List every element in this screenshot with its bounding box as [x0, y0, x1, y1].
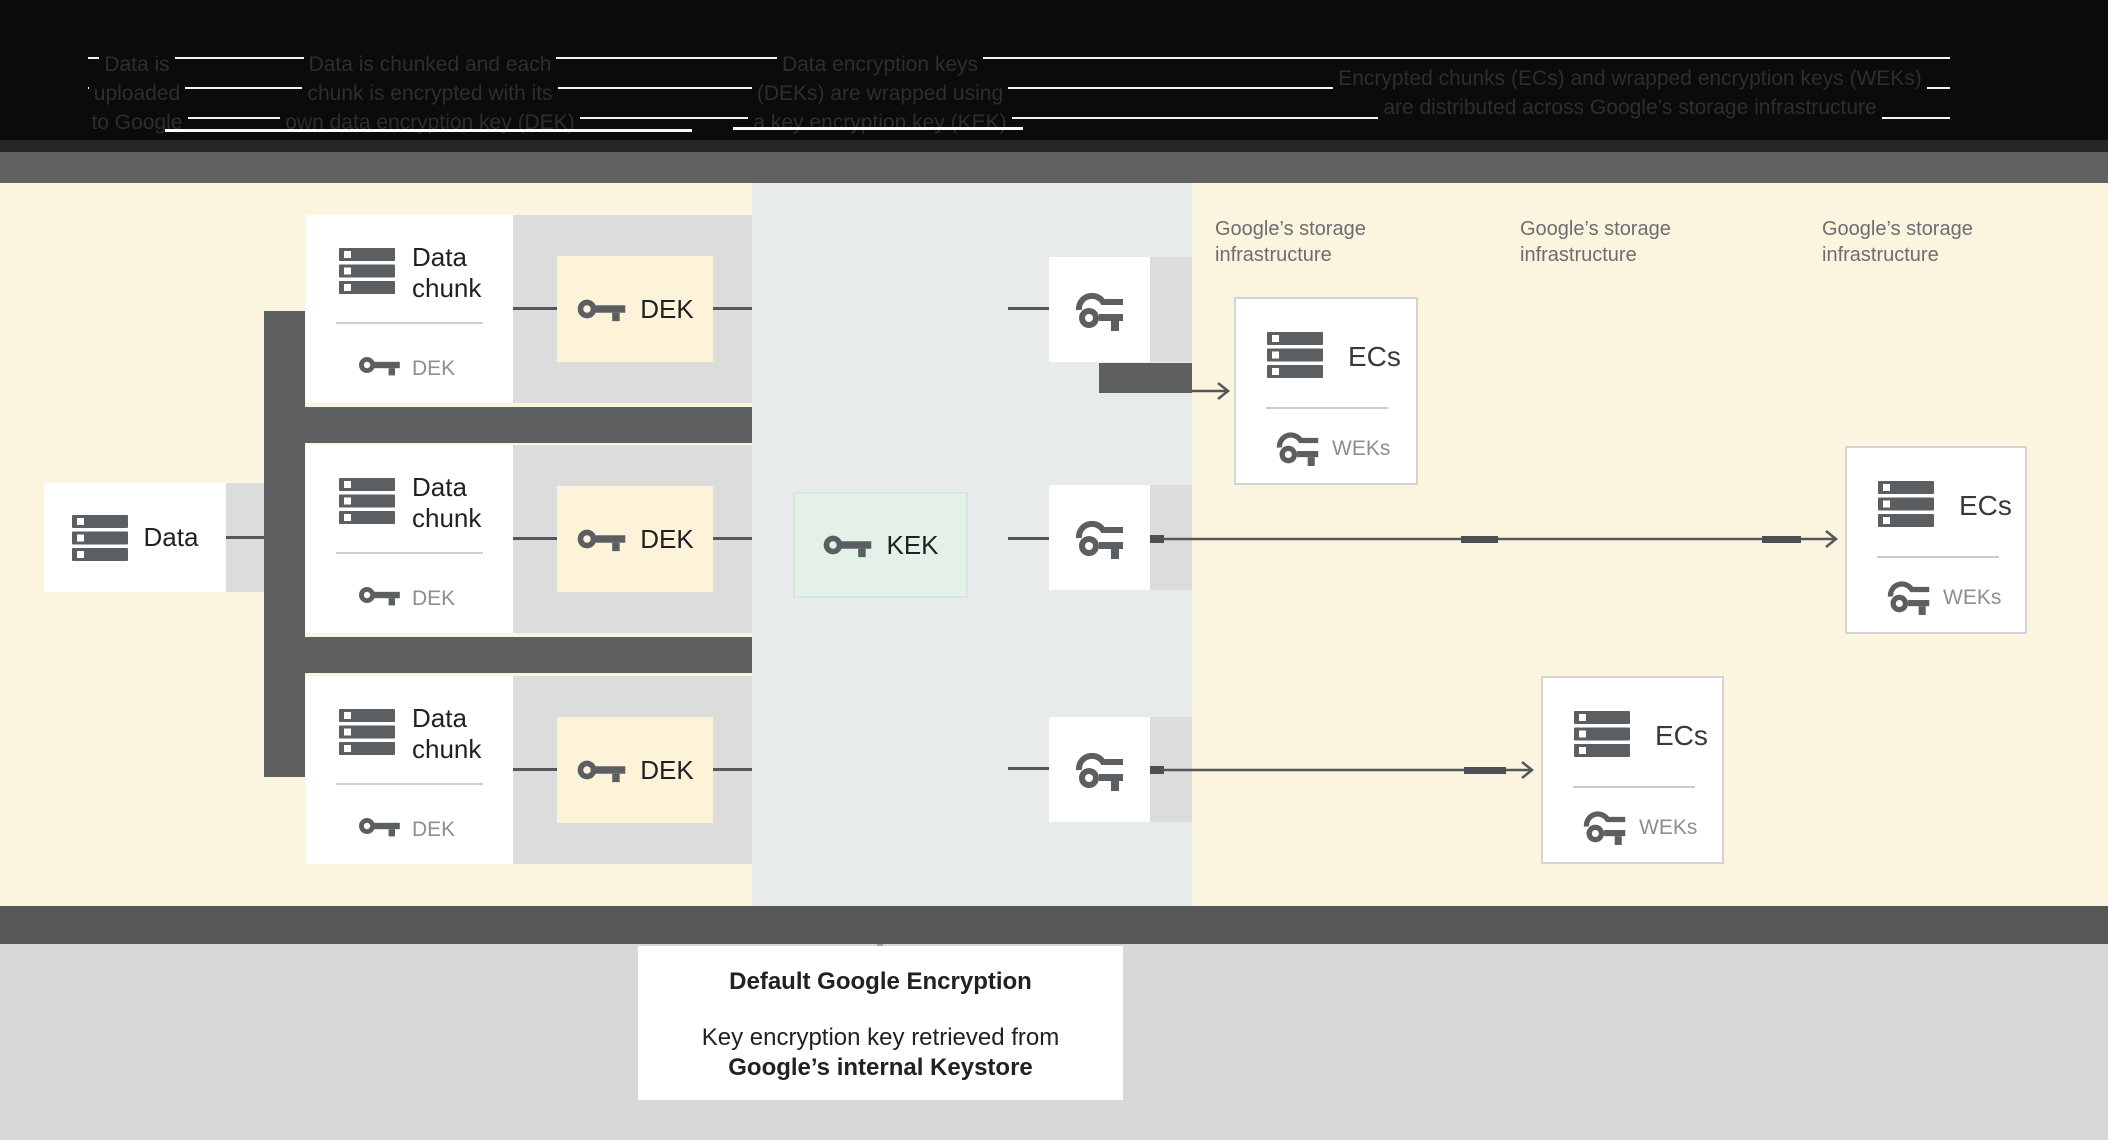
- server-icon: [1878, 481, 1934, 527]
- server-icon: [1267, 332, 1323, 378]
- connector-line: [713, 307, 752, 310]
- divider: [1266, 407, 1388, 409]
- connector-trunk: [264, 311, 305, 777]
- ecs-key-label: WEKs: [1639, 816, 1698, 839]
- connector-line: [513, 307, 557, 310]
- chunk-key-label: DEK: [412, 357, 456, 380]
- dek-box: DEK: [557, 486, 713, 592]
- header-note-chunking: Data is chunked and each chunk is encryp…: [255, 50, 605, 137]
- dek-label: DEK: [640, 293, 694, 324]
- key-arc-icon: [1583, 808, 1627, 845]
- server-icon: [71, 514, 128, 561]
- dek-box: DEK: [557, 256, 713, 362]
- divider: [1877, 556, 1999, 558]
- data-box: Data: [44, 483, 226, 592]
- connector-line: [226, 536, 264, 539]
- divider: [1573, 786, 1695, 788]
- connector-line: [713, 537, 752, 540]
- connector-line: [1008, 537, 1049, 540]
- dek-box: DEK: [557, 717, 713, 823]
- ecs-label: ECs: [1348, 341, 1401, 372]
- dek-label: DEK: [640, 523, 694, 554]
- key-icon: [576, 756, 626, 784]
- bottom-divider-bar: [0, 906, 2108, 944]
- server-icon: [339, 709, 395, 755]
- connector-line: [713, 768, 752, 771]
- arrow: [1192, 382, 1231, 400]
- server-icon: [339, 478, 395, 524]
- ecs-box: ECs WEKs: [1541, 676, 1724, 864]
- kek-box: KEK: [793, 492, 968, 598]
- redaction-line: [88, 87, 1950, 89]
- ecs-box: ECs WEKs: [1234, 297, 1418, 485]
- arrow: [1150, 761, 1535, 779]
- caption-box: Default Google Encryption Key encryption…: [638, 946, 1123, 1100]
- key-icon: [576, 525, 626, 553]
- server-icon: [339, 248, 395, 294]
- wrapped-key-box: [1049, 717, 1150, 822]
- header-note-wrapping: Data encryption keys (DEKs) are wrapped …: [720, 50, 1040, 137]
- dek-label: DEK: [640, 754, 694, 785]
- divider: [336, 322, 483, 324]
- connector-bar: [305, 637, 752, 673]
- connector-line: [513, 537, 557, 540]
- ecs-box: ECs WEKs: [1845, 446, 2027, 634]
- connector-line: [513, 768, 557, 771]
- kek-label: KEK: [886, 529, 939, 560]
- key-icon: [358, 583, 400, 607]
- connector-bar: [1099, 363, 1192, 393]
- key-icon: [358, 814, 400, 838]
- caption-line-bold: Google’s internal Keystore: [728, 1054, 1033, 1081]
- connector-line: [1008, 767, 1049, 770]
- header-note-upload: Data is uploaded to Google: [57, 50, 217, 137]
- wrapped-key-box: [1049, 257, 1150, 362]
- ecs-key-label: WEKs: [1943, 586, 2002, 609]
- redaction-line: [88, 117, 1950, 119]
- ecs-key-label: WEKs: [1332, 437, 1391, 460]
- caption-line: Key encryption key retrieved from: [701, 1024, 1060, 1051]
- key-arc-icon: [1075, 749, 1125, 791]
- ecs-label: ECs: [1959, 490, 2012, 521]
- chunk-key-label: DEK: [412, 587, 456, 610]
- key-arc-icon: [1075, 289, 1125, 331]
- chunk-key-label: DEK: [412, 818, 456, 841]
- wrapped-key-box: [1049, 485, 1150, 590]
- key-icon: [358, 353, 400, 377]
- data-box-label: Data: [143, 522, 199, 552]
- ecs-label: ECs: [1655, 720, 1708, 751]
- key-icon: [576, 295, 626, 323]
- divider: [336, 552, 483, 554]
- key-arc-icon: [1276, 429, 1320, 466]
- header-bottom-strip: [0, 140, 2108, 152]
- header-note-distribution: Encrypted chunks (ECs) and wrapped encry…: [1300, 64, 1960, 122]
- header-dark-panel: Data is uploaded to Google Data is chunk…: [0, 0, 2108, 152]
- divider: [336, 783, 483, 785]
- caption-title: Default Google Encryption: [729, 968, 1032, 995]
- redaction-line: [88, 57, 1950, 59]
- key-arc-icon: [1887, 578, 1931, 615]
- key-band: [1150, 257, 1192, 362]
- connector-bar: [305, 407, 752, 443]
- key-icon: [822, 531, 872, 559]
- connector-line: [1008, 307, 1049, 310]
- top-divider-bar: [0, 152, 2108, 183]
- redaction-underline: [733, 127, 1023, 130]
- key-arc-icon: [1075, 517, 1125, 559]
- server-icon: [1574, 711, 1630, 757]
- redaction-underline: [165, 129, 692, 132]
- arrow: [1150, 530, 1839, 548]
